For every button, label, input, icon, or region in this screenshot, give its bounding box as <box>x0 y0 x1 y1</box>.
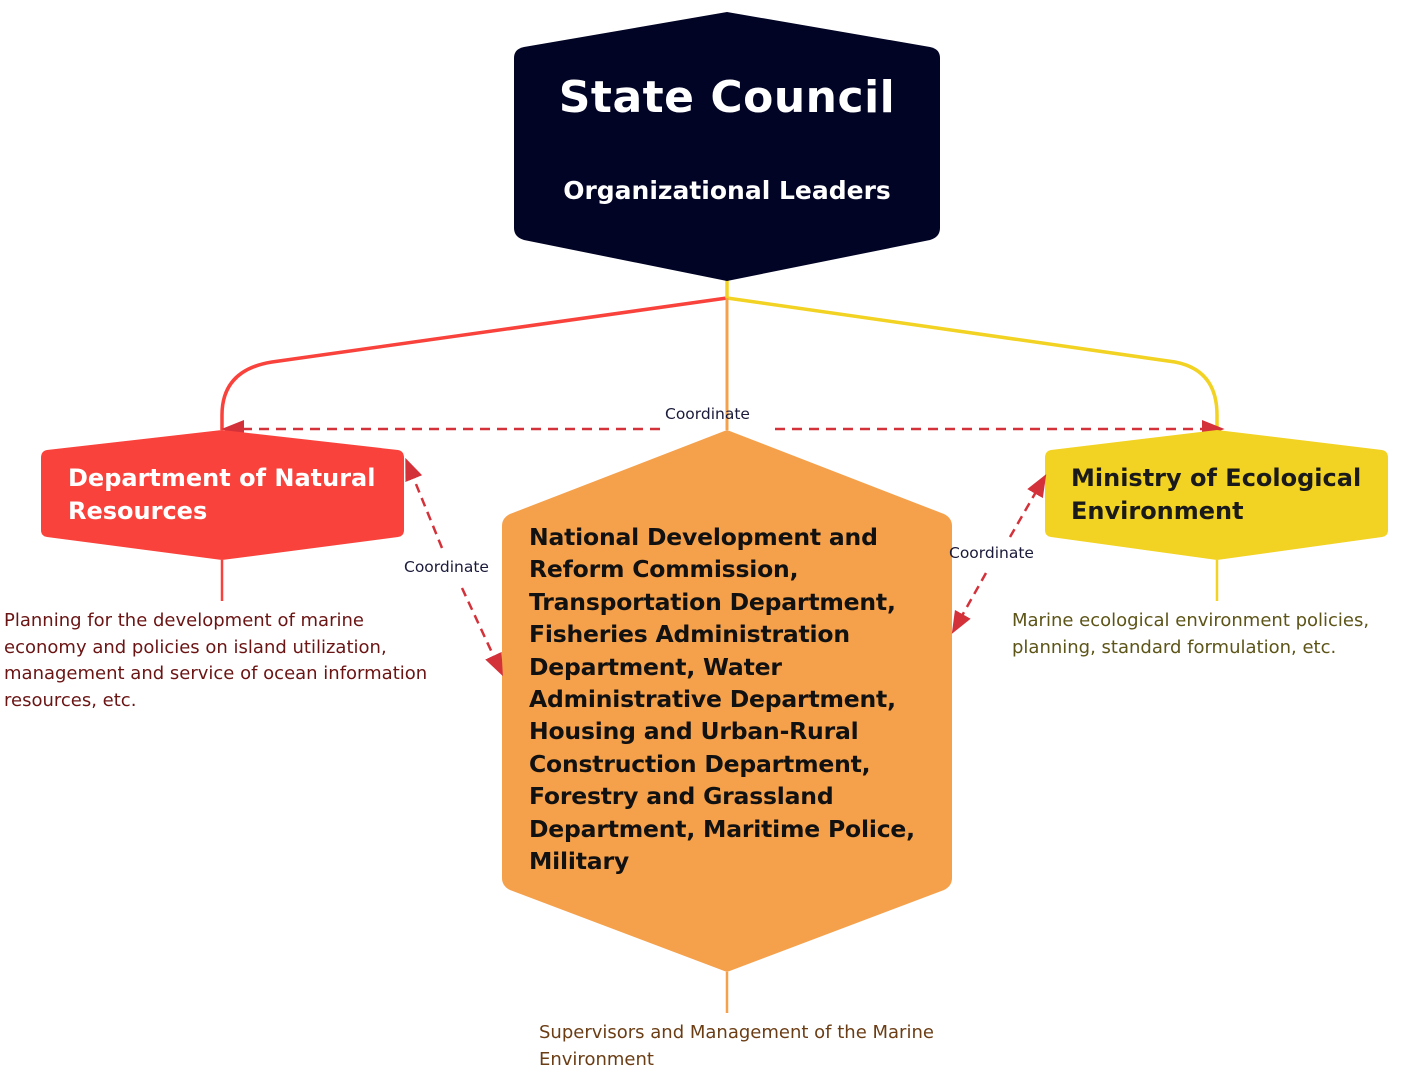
coordinate-edge-left-down <box>460 587 503 677</box>
coordinate-label-right: Coordinate <box>949 544 1034 562</box>
left-node-description: Planning for the development of marine e… <box>4 610 428 711</box>
coordinate-edge-right-up <box>1008 474 1047 538</box>
root-title: State Council <box>558 72 896 123</box>
root-subtitle: Organizational Leaders <box>563 176 891 205</box>
connector-root-left <box>220 296 728 430</box>
root-node-shape <box>514 12 940 281</box>
connector-root-right <box>726 296 1219 430</box>
left-node-label-line2: Resources <box>68 497 208 525</box>
center-node-label: National Development and Reform Commissi… <box>529 523 915 876</box>
right-node-description: Marine ecological environment policies, … <box>1012 610 1370 658</box>
left-node-shape <box>41 430 404 560</box>
coordinate-label-top: Coordinate <box>665 405 750 423</box>
right-node-shape <box>1045 430 1388 560</box>
coordinate-label-left: Coordinate <box>404 558 489 576</box>
left-node-label-line1: Department of Natural <box>68 464 376 492</box>
left-node-label: Department of Natural Resources <box>68 462 388 528</box>
right-node-label-line1: Ministry of Ecological <box>1071 464 1362 492</box>
coordinate-edge-left-up <box>405 457 444 549</box>
center-node-shape <box>502 430 952 972</box>
right-node-label-line2: Environment <box>1071 497 1244 525</box>
coordinate-edge-right-down <box>951 572 988 634</box>
right-node-label: Ministry of Ecological Environment <box>1071 462 1381 528</box>
center-node-description: Supervisors and Management of the Marine… <box>539 1022 934 1070</box>
